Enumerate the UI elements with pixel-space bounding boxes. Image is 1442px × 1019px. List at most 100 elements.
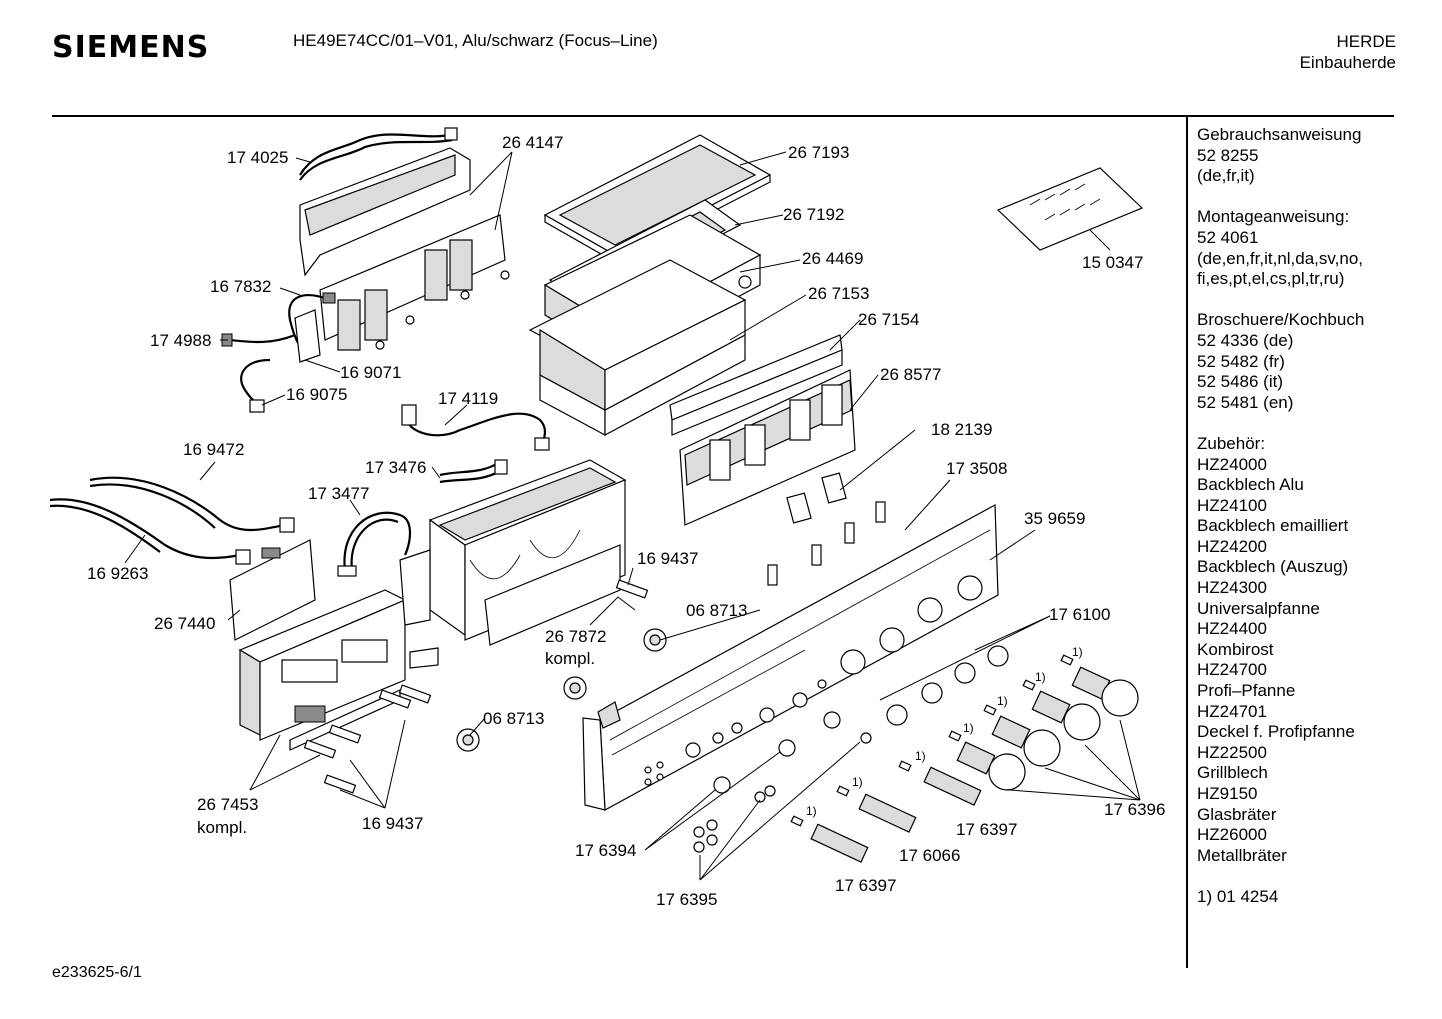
sidebar-line: (de,en,fr,it,nl,da,sv,no, [1197, 248, 1363, 268]
sidebar-line: HZ22500 [1197, 742, 1267, 762]
label-169437-b: 16 9437 [362, 814, 423, 833]
label-174025: 17 4025 [227, 148, 288, 167]
sidebar-line: Backblech emailliert [1197, 516, 1349, 536]
cable-169263 [49, 498, 251, 565]
knob-shaft-176397 [810, 766, 982, 863]
switch-panel-268577 [679, 369, 856, 526]
sidebar-line: fi,es,pt,el,cs,pl,tr,ru) [1197, 269, 1345, 289]
cable-169472 [89, 476, 295, 533]
strip-267154 [669, 334, 843, 436]
label-267872-kompl: kompl. [545, 649, 595, 668]
knob-shaft-176066 [858, 793, 917, 833]
sidebar-divider [1186, 116, 1188, 968]
cam-068713-a [643, 628, 667, 652]
footnote-marker: 1) [806, 804, 817, 818]
sidebar-line: Backblech (Auszug) [1197, 557, 1349, 577]
sidebar-line: 52 4061 [1197, 227, 1259, 247]
sidebar-line: Glasbräter [1197, 804, 1277, 824]
sidebar-line: HZ24701 [1197, 701, 1267, 721]
pins-169437-lower [303, 684, 432, 794]
sidebar-line: 1) 01 4254 [1197, 886, 1279, 906]
label-173476: 17 3476 [365, 458, 426, 477]
label-176394: 17 6394 [575, 841, 636, 860]
label-174988: 17 4988 [150, 331, 211, 350]
sidebar-line: Broschuere/Kochbuch [1197, 310, 1365, 330]
lamp-holder-182139 [786, 472, 847, 524]
model-title: HE49E74CC/01–V01, Alu/schwarz (Focus–Lin… [293, 31, 658, 50]
cable-173476 [439, 459, 508, 484]
label-267453-kompl: kompl. [197, 818, 247, 837]
cable-173477 [337, 511, 412, 577]
clips-173508 [767, 501, 886, 586]
sidebar-line: HZ9150 [1197, 784, 1258, 803]
footnote-marker: 1) [997, 694, 1008, 708]
label-267440: 26 7440 [154, 614, 215, 633]
sidebar-line: Metallbräter [1197, 845, 1287, 865]
label-267193: 26 7193 [788, 143, 849, 162]
label-176397-b: 17 6397 [835, 876, 896, 895]
sidebar-line: HZ24300 [1197, 578, 1267, 598]
label-169263: 16 9263 [87, 564, 148, 583]
label-169472: 16 9472 [183, 440, 244, 459]
sidebar-group: Montageanweisung:52 4061(de,en,fr,it,nl,… [1197, 207, 1437, 289]
sidebar-line: Profi–Pfanne [1197, 681, 1296, 701]
sidebar-line: Universalpfanne [1197, 598, 1320, 618]
label-176396: 17 6396 [1104, 800, 1165, 819]
footnote-spacers [790, 654, 1074, 827]
label-169071: 16 9071 [340, 363, 401, 382]
footnote-marker: 1) [1072, 645, 1083, 659]
sidebar-line: 52 5486 (it) [1197, 372, 1283, 392]
sidebar-line: Zubehör: [1197, 433, 1266, 453]
bracket-264147 [299, 147, 510, 351]
label-068713-a: 06 8713 [686, 601, 747, 620]
sidebar-line: HZ24400 [1197, 619, 1267, 639]
leader-lines [124, 151, 1141, 881]
sidebar-line: 52 8255 [1197, 145, 1259, 165]
label-176395: 17 6395 [656, 890, 717, 909]
sidebar-line: Gebrauchsanweisung [1197, 125, 1362, 144]
brand-logo: SIEMENS [52, 30, 210, 65]
label-267872: 26 7872 [545, 627, 606, 646]
label-267153: 26 7153 [808, 284, 869, 303]
label-173477: 17 3477 [308, 484, 369, 503]
cable-174119 [401, 404, 550, 451]
subcategory-label: Einbauherde [1299, 53, 1396, 72]
wire-harness-174025 [299, 127, 458, 181]
label-267453: 26 7453 [197, 795, 258, 814]
sidebar-line: 52 5481 (en) [1197, 392, 1294, 412]
footnote-marker: 1) [963, 721, 974, 735]
footnote-marker: 1) [852, 775, 863, 789]
sidebar-line: 52 5482 (fr) [1197, 351, 1285, 371]
ring-176394 [713, 711, 841, 794]
control-unit-267453 [238, 589, 407, 751]
label-176397-a: 17 6397 [956, 820, 1017, 839]
label-173508: 17 3508 [946, 459, 1007, 478]
sidebar-line: HZ24000 [1197, 454, 1267, 474]
sidebar-line: 52 4336 (de) [1197, 330, 1294, 350]
cam-068713-c [456, 728, 480, 752]
housing-267153 [528, 259, 747, 437]
label-267192: 26 7192 [783, 205, 844, 224]
label-169075: 16 9075 [286, 385, 347, 404]
sidebar-line: (de,fr,it) [1197, 166, 1255, 186]
part-labels: 17 4025 26 4147 26 7193 26 7192 26 4469 … [87, 133, 1165, 909]
control-panel-359659 [582, 504, 999, 811]
connector-cap [409, 647, 439, 669]
connector-block-169071 [221, 309, 321, 363]
label-174119: 17 4119 [438, 389, 498, 408]
label-267154: 26 7154 [858, 310, 919, 329]
cam-068713-b [563, 676, 587, 700]
label-264469: 26 4469 [802, 249, 863, 268]
sidebar-line: Grillblech [1197, 763, 1268, 783]
label-264147: 26 4147 [502, 133, 563, 152]
footnote-marker: 1) [915, 749, 926, 763]
label-150347: 15 0347 [1082, 253, 1143, 272]
label-068713-b: 06 8713 [483, 709, 544, 728]
sidebar-line: HZ24100 [1197, 495, 1267, 515]
board-267440 [229, 539, 316, 641]
sidebar-group: 1) 01 4254 [1197, 887, 1437, 908]
